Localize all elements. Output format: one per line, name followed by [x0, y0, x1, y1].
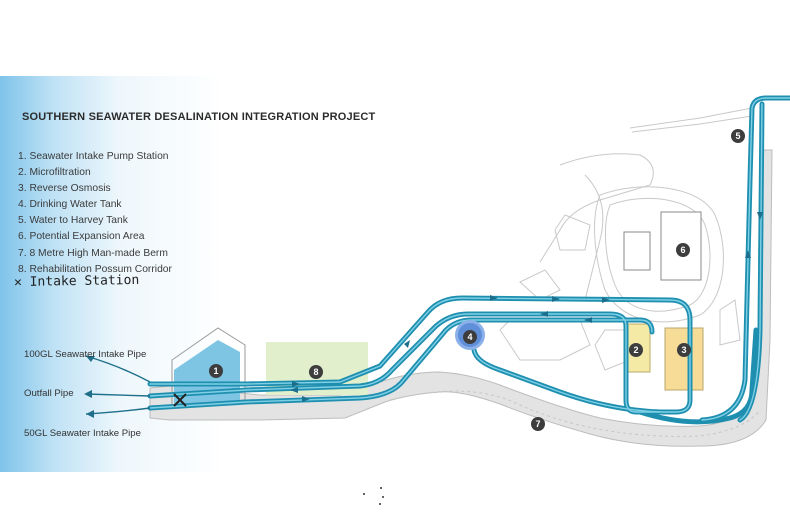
drinking-water-tank: 4 — [455, 320, 485, 350]
marker-8: 8 — [309, 365, 323, 379]
intake-50-arrowhead — [86, 410, 94, 418]
marker-6: 6 — [676, 243, 690, 257]
outfall-label: Outfall Pipe — [24, 388, 74, 399]
reverse-osmosis-building — [664, 327, 704, 391]
intake-station — [174, 340, 240, 408]
intake-building-outline — [171, 327, 246, 407]
legend-item: 6. Potential Expansion Area — [18, 231, 145, 243]
expansion-block-a — [623, 231, 651, 271]
marker-4: 4 — [463, 330, 477, 344]
pipelines — [147, 95, 790, 425]
marker-2: 2 — [629, 343, 643, 357]
intake-50-label: 50GL Seawater Intake Pipe — [24, 428, 141, 439]
legend-item: 8. Rehabilitation Possum Corridor — [18, 263, 172, 275]
handwritten-note: ✕ Intake Station — [13, 272, 140, 291]
intake-100-label: 100GL Seawater Intake Pipe — [24, 349, 147, 360]
berm — [149, 149, 773, 447]
legend-item: 4. Drinking Water Tank — [18, 199, 122, 211]
legend-item: 7. 8 Metre High Man-made Berm — [18, 247, 168, 259]
shore-arrows — [85, 355, 151, 415]
legend-list: 1. Seawater Intake Pump Station 2. Micro… — [18, 149, 172, 278]
outfall-arrowhead — [84, 390, 92, 398]
map-title: SOUTHERN SEAWATER DESALINATION INTEGRATI… — [22, 111, 376, 123]
legend-item: 1. Seawater Intake Pump Station — [18, 151, 169, 162]
legend-item: 2. Microfiltration — [18, 167, 91, 179]
marker-7: 7 — [531, 417, 545, 431]
flow-arrows — [290, 212, 763, 402]
legend-item: 3. Reverse Osmosis — [18, 183, 111, 195]
intake-100-arrowhead — [86, 356, 95, 362]
legend-item: 5. Water to Harvey Tank — [18, 215, 128, 227]
intake-x-mark — [173, 393, 187, 407]
marker-1: 1 — [209, 364, 223, 378]
marker-3: 3 — [677, 343, 691, 357]
site-outlines — [499, 107, 753, 371]
marker-5: 5 — [731, 129, 745, 143]
